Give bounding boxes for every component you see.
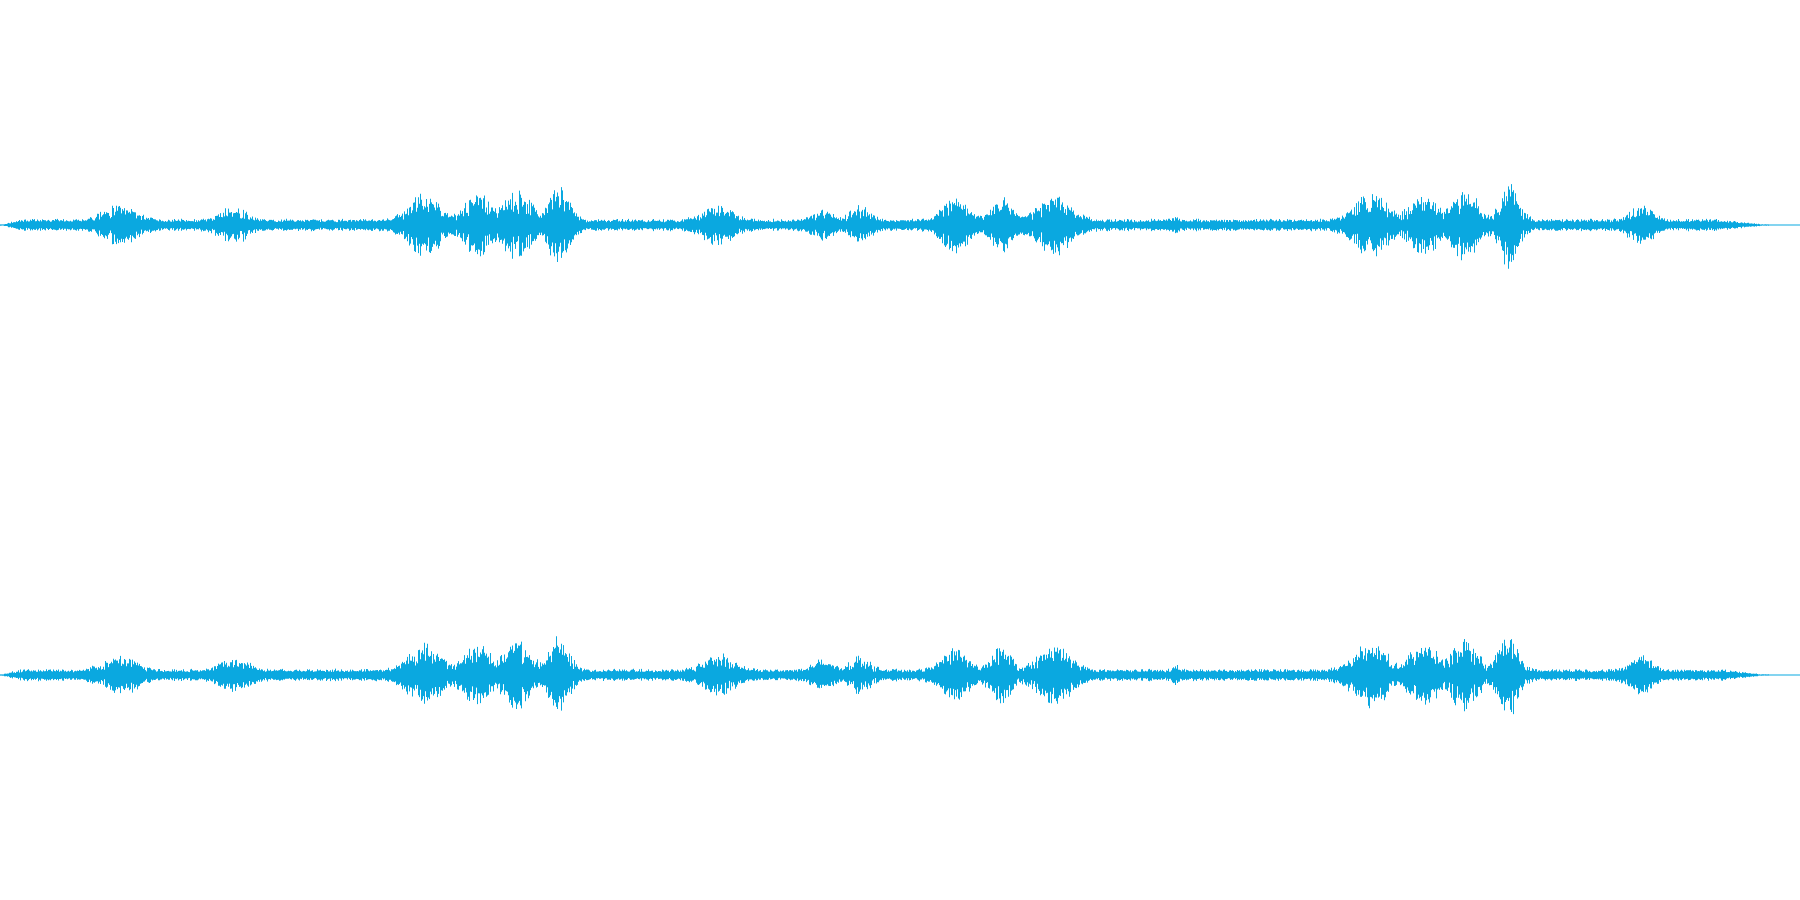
channel-2-signal xyxy=(0,636,1769,715)
channel-2-waveform[interactable] xyxy=(0,636,1800,715)
channel-1-waveform[interactable] xyxy=(0,184,1800,269)
channel-1-signal xyxy=(0,184,1769,269)
